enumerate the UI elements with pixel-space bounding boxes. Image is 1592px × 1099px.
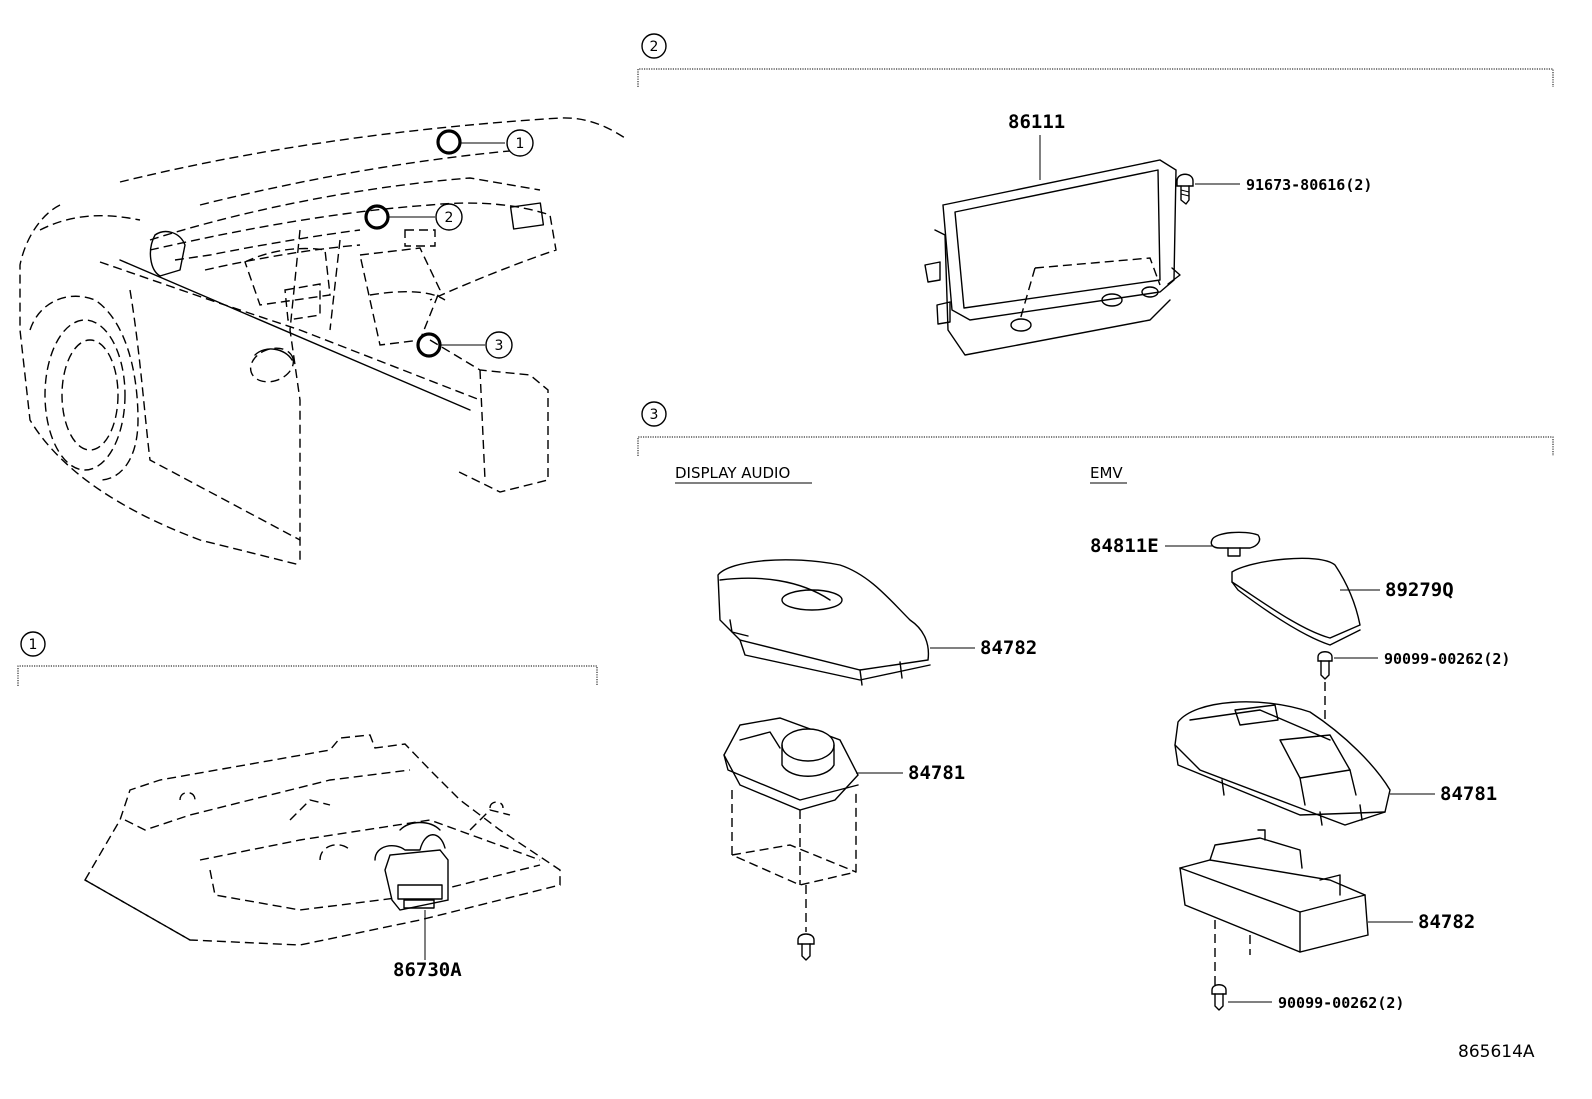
screw-icon <box>797 933 815 961</box>
section-2: 2 86111 91673-80616(2) <box>637 33 1554 356</box>
section-2-marker: 2 <box>650 39 659 55</box>
part-number-86730a: 86730A <box>393 959 462 981</box>
display-audio-upper-panel-illustration <box>717 559 931 686</box>
screw-icon <box>1176 173 1194 205</box>
callout-3: 3 <box>495 338 504 354</box>
part-number-91673-80616: 91673-80616(2) <box>1246 176 1372 194</box>
display-unit-illustration <box>924 159 1181 356</box>
part-number-84811e: 84811E <box>1090 535 1159 557</box>
part-number-90099-00262-upper: 90099-00262(2) <box>1384 650 1510 668</box>
emv-knob-illustration <box>1210 531 1261 557</box>
part-number-84782-da: 84782 <box>980 637 1037 659</box>
emv-heading: EMV <box>1090 464 1123 482</box>
overhead-console-illustration <box>84 734 561 946</box>
part-number-86111: 86111 <box>1008 111 1065 133</box>
display-audio-heading: DISPLAY AUDIO <box>675 464 790 482</box>
emv-base-unit-illustration <box>1179 829 1369 985</box>
emv-cover-illustration <box>1231 557 1361 646</box>
callout-2: 2 <box>445 210 454 226</box>
emv-controller-illustration <box>1174 701 1391 826</box>
section-1-marker: 1 <box>29 637 38 653</box>
display-audio-controller-illustration <box>723 717 859 932</box>
part-number-89279q: 89279Q <box>1385 579 1454 601</box>
car-interior-illustration: 1 2 3 <box>19 117 626 566</box>
callout-1: 1 <box>516 136 525 152</box>
section-1: 1 86730A <box>17 631 598 981</box>
section-3: 3 DISPLAY AUDIO 84782 84781 <box>637 401 1554 1012</box>
part-number-84781-emv: 84781 <box>1440 783 1497 805</box>
figure-reference: 865614A <box>1458 1042 1535 1062</box>
part-number-90099-00262-lower: 90099-00262(2) <box>1278 994 1404 1012</box>
screw-icon <box>1211 984 1227 1011</box>
part-number-84781-da: 84781 <box>908 762 965 784</box>
section-3-marker: 3 <box>650 407 659 423</box>
part-number-84782-emv: 84782 <box>1418 911 1475 933</box>
screw-icon <box>1317 651 1333 680</box>
